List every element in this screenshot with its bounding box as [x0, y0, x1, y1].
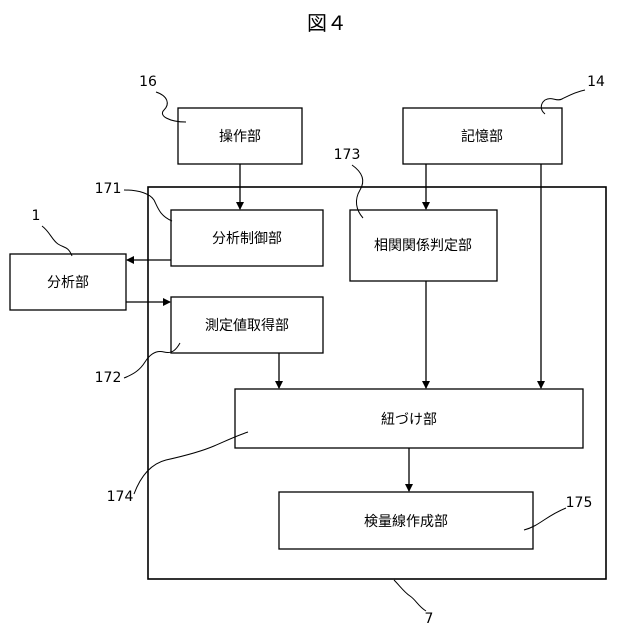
ref-correlation-judgment: 173: [334, 147, 363, 218]
box-storage-label: 記憶部: [461, 128, 503, 145]
ref-correlation-judgment-label: 173: [334, 147, 361, 163]
ref-calibration-creation: 175: [524, 495, 592, 530]
ref-analyzer-label: 1: [32, 208, 41, 224]
box-correlation-judgment: 相関関係判定部: [350, 210, 497, 281]
box-analyzer: 分析部: [10, 254, 126, 310]
box-analysis-control: 分析制御部: [171, 210, 323, 266]
ref-analyzer: 1: [32, 208, 72, 256]
box-analyzer-label: 分析部: [47, 275, 89, 291]
ref-device: 7: [394, 580, 433, 627]
box-calibration-creation: 検量線作成部: [279, 492, 533, 549]
box-measurement-acquisition-label: 測定値取得部: [205, 317, 289, 334]
box-linking-label: 紐づけ部: [381, 412, 437, 428]
box-linking: 紐づけ部: [235, 389, 583, 448]
box-operation-label: 操作部: [219, 129, 261, 145]
ref-linking-label: 174: [107, 489, 134, 505]
box-measurement-acquisition: 測定値取得部: [171, 297, 323, 353]
box-correlation-judgment-label: 相関関係判定部: [374, 238, 472, 254]
ref-device-label: 7: [425, 611, 434, 627]
box-storage: 記憶部: [403, 108, 562, 164]
ref-analysis-control-label: 171: [95, 181, 122, 197]
ref-linking: 174: [107, 432, 248, 505]
ref-measurement-acquisition: 172: [95, 343, 180, 386]
box-analysis-control-label: 分析制御部: [212, 231, 282, 247]
box-operation: 操作部: [178, 108, 302, 164]
box-calibration-creation-label: 検量線作成部: [364, 514, 448, 530]
ref-storage-label: 14: [587, 74, 605, 90]
figure-title: 図４: [307, 11, 347, 35]
ref-measurement-acquisition-label: 172: [95, 370, 122, 386]
ref-calibration-creation-label: 175: [566, 495, 593, 511]
ref-operation-label: 16: [139, 74, 157, 90]
